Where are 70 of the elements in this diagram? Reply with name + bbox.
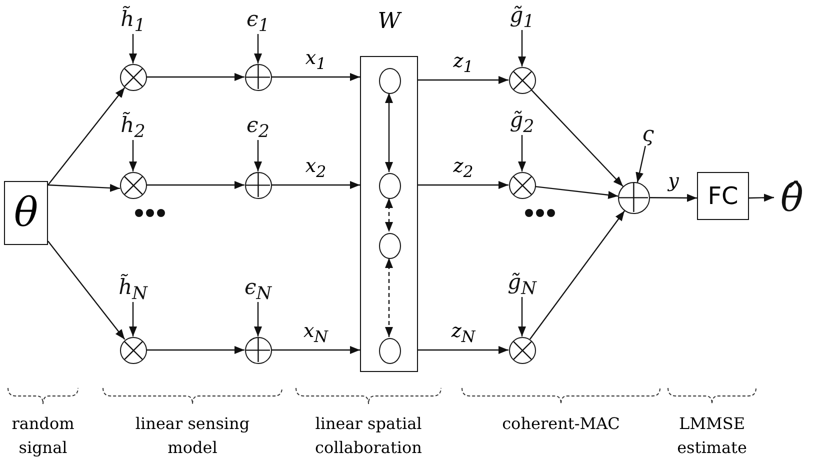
edge-label: z$_{N}$ xyxy=(451,320,476,346)
arrow xyxy=(650,194,697,202)
arrow xyxy=(272,346,360,354)
edge-label: x$_{2}$ xyxy=(305,155,326,181)
stage-caption: linear sensing model xyxy=(134,413,251,459)
node-circle xyxy=(379,68,401,94)
multiplier-circle xyxy=(508,66,536,94)
node-circle xyxy=(379,173,401,199)
arrow xyxy=(272,73,360,81)
edge-label: z$_{2}$ xyxy=(453,155,474,181)
symbol-label: ϵ$_{1}$ xyxy=(241,7,275,37)
node-circle xyxy=(379,338,401,364)
edge-label: x$_{1}$ xyxy=(305,47,326,73)
edge-label: y xyxy=(668,170,679,192)
arrow xyxy=(48,184,120,192)
arrow xyxy=(272,181,360,189)
symbol-label: ϵ$_{2}$ xyxy=(241,113,275,143)
multiplier-circle xyxy=(120,336,146,364)
arrow xyxy=(385,93,393,172)
stage-caption: linear spatial collaboration xyxy=(314,413,423,459)
arrow xyxy=(748,194,774,202)
arrow xyxy=(254,140,262,172)
symbol-label: h̃$_{N}$ xyxy=(116,275,150,305)
symbol-label: θ̂ xyxy=(774,174,810,222)
matrix-label: W xyxy=(376,9,403,34)
multiplier-circle xyxy=(508,172,536,198)
arrow xyxy=(146,181,244,189)
signal-box: θ xyxy=(4,181,48,245)
node-circle xyxy=(379,233,401,259)
adder-circle xyxy=(244,64,272,90)
arrow xyxy=(129,140,137,172)
adder-circle xyxy=(244,172,272,198)
symbol-label: h̃$_{2}$ xyxy=(116,113,150,143)
adder-circle xyxy=(618,182,650,214)
arrow xyxy=(530,89,624,187)
arrow xyxy=(385,258,393,337)
adder-circle xyxy=(244,336,272,364)
arrow xyxy=(518,30,526,66)
arrow xyxy=(129,34,137,64)
symbol-label: g̃$_{2}$ xyxy=(505,108,539,138)
arrow xyxy=(418,76,508,84)
symbol-label: ϵ$_{N}$ xyxy=(241,275,275,305)
multiplier-circle xyxy=(120,172,146,198)
arrow xyxy=(48,87,126,186)
arrow xyxy=(535,186,618,199)
arrow xyxy=(418,346,508,354)
stage-caption: LMMSE estimate xyxy=(676,413,748,459)
arrow xyxy=(518,135,526,172)
arrow xyxy=(418,181,508,189)
arrow xyxy=(254,302,262,336)
arrow xyxy=(385,198,393,232)
arrow xyxy=(518,297,526,336)
arrow xyxy=(146,73,244,81)
multiplier-circle xyxy=(508,336,536,364)
arrow xyxy=(530,210,625,340)
arrow xyxy=(254,34,262,64)
arrow xyxy=(146,346,244,354)
arrow xyxy=(636,146,646,182)
symbol-label: ς xyxy=(636,119,660,149)
stage-caption: coherent-MAC xyxy=(501,413,621,435)
symbol-label: h̃$_{1}$ xyxy=(116,7,150,37)
multiplier-circle xyxy=(120,64,146,90)
edge-label: x$_{N}$ xyxy=(303,320,328,346)
symbol-label: g̃$_{1}$ xyxy=(505,3,539,33)
arrow xyxy=(48,240,126,340)
symbol-label: g̃$_{N}$ xyxy=(505,270,539,300)
arrow xyxy=(129,302,137,336)
stage-caption: random signal xyxy=(10,413,76,459)
edge-label: z$_{1}$ xyxy=(453,50,474,76)
fusion-center-box: FC xyxy=(697,172,749,220)
